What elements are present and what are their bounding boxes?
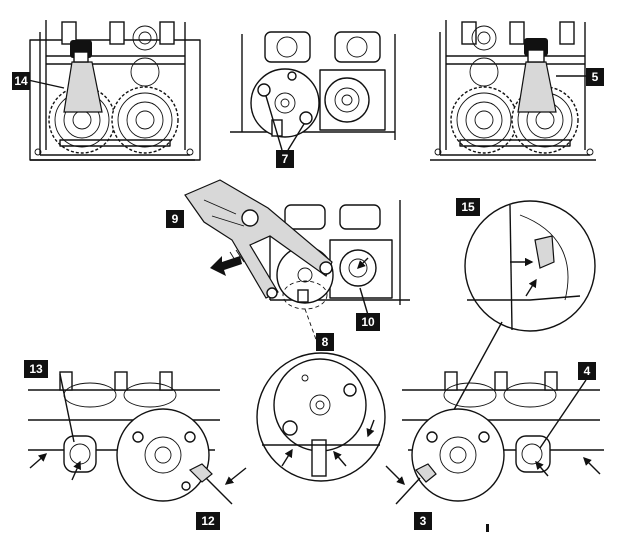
callout-5: 5 xyxy=(586,68,604,86)
camshaft-gear-left xyxy=(450,86,518,154)
callout-7-text: 7 xyxy=(282,152,289,166)
panel-top-right-camshaft-gears xyxy=(430,20,596,161)
callout-10: 10 xyxy=(356,313,380,331)
callout-9-text: 9 xyxy=(172,212,179,226)
callout-12: 12 xyxy=(196,512,220,530)
panel-bottom-right-camshaft-end xyxy=(385,371,604,505)
callout-8: 8 xyxy=(316,333,334,351)
callout-13-text: 13 xyxy=(29,362,43,376)
gear-locking-tool xyxy=(63,40,103,113)
callout-5-text: 5 xyxy=(592,70,599,84)
locking-pin xyxy=(395,463,437,505)
callout-14: 14 xyxy=(12,72,30,90)
callout-7: 7 xyxy=(276,150,294,168)
callout-15-text: 15 xyxy=(461,200,475,214)
callout-8-text: 8 xyxy=(322,335,329,349)
camshaft-flange xyxy=(411,408,505,502)
callout-15: 15 xyxy=(456,198,480,216)
callout-10-text: 10 xyxy=(361,315,375,329)
holding-wrench xyxy=(184,179,333,299)
callout-12-text: 12 xyxy=(201,514,215,528)
callout-3-text: 3 xyxy=(420,514,427,528)
locking-pin xyxy=(188,463,233,505)
callout-14-text: 14 xyxy=(14,74,28,88)
callout-3: 3 xyxy=(414,512,432,530)
page-mark xyxy=(486,524,489,532)
panel-inset-timing-mark xyxy=(464,200,596,332)
panel-bottom-left-camshaft-end xyxy=(28,371,247,505)
camshaft-flange xyxy=(116,408,210,502)
panel-center-wrench xyxy=(184,179,410,346)
panel-inset-flange-closeup xyxy=(256,352,386,482)
panel-top-left-camshaft-gears xyxy=(27,20,201,161)
camshaft-gear-right xyxy=(111,86,179,154)
callout-4: 4 xyxy=(578,362,596,380)
rotation-arrow xyxy=(210,249,245,276)
callout-13: 13 xyxy=(24,360,48,378)
gear-locking-tool xyxy=(517,38,557,113)
callout-4-text: 4 xyxy=(584,364,591,378)
callout-9: 9 xyxy=(166,210,184,228)
panel-top-middle-flange xyxy=(230,31,396,151)
camshaft-flange xyxy=(250,68,320,138)
